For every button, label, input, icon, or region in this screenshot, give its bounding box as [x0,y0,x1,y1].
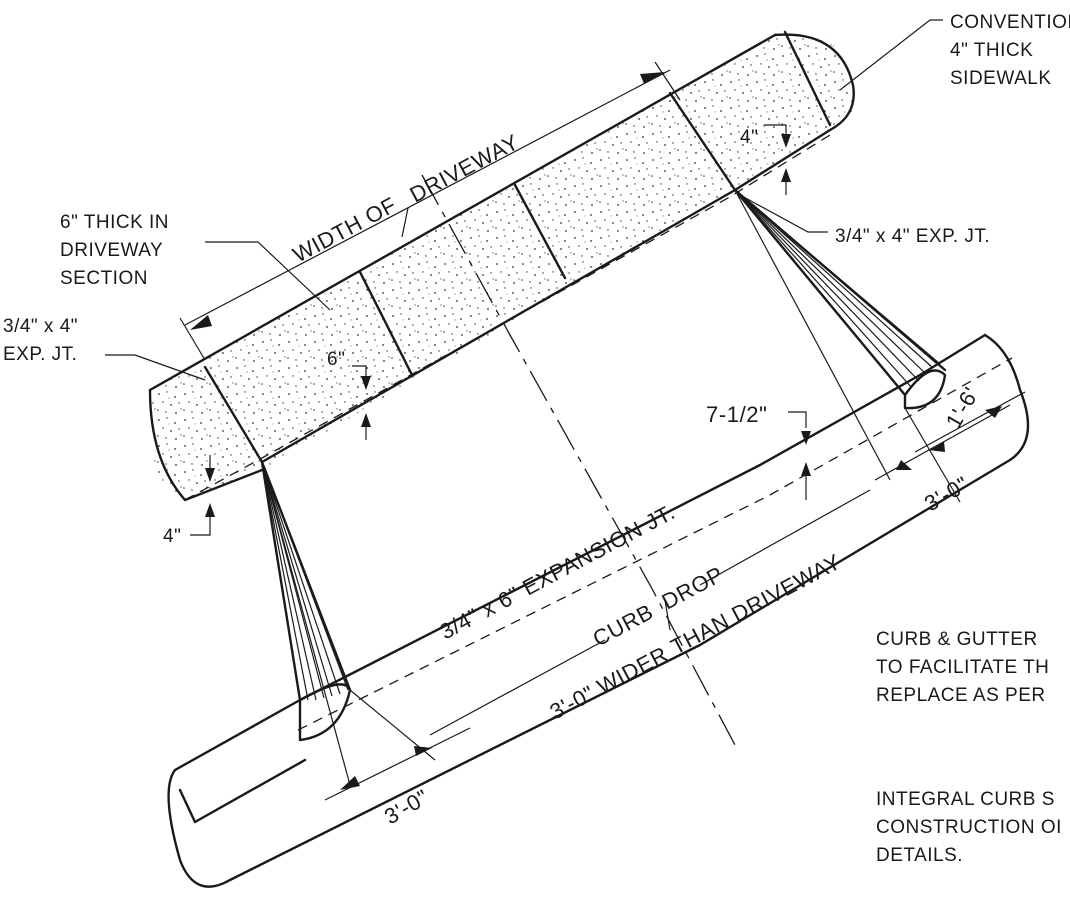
sidewalk-left-end [148,388,264,502]
wider-leader-right [699,489,871,586]
driveway-thickness-callout: 6" THICK IN DRIVEWAY SECTION [60,212,331,311]
drop-label: DROP [658,561,728,614]
than-driveway-label: THAN DRIVEWAY [667,549,845,660]
right-flare [733,188,947,397]
gutter-lip [178,758,307,824]
left-flare [260,460,352,702]
note-2-line-2: CONSTRUCTION OI [876,817,1062,838]
sidewalk-label-line-3: SIDEWALK [950,68,1052,89]
wider-leader-left [429,639,606,736]
note-1-line-1: CURB & GUTTER [876,629,1038,650]
sidewalk-label-line-1: CONVENTIONAL [950,12,1070,33]
curb-right-end [228,333,1030,882]
sidewalk-slab [148,30,855,502]
curb-label: CURB [589,599,658,651]
left-expansion-joint-line [203,365,264,464]
driveway-centerline [421,174,736,746]
wider-label: 3'-0" WIDER [546,641,672,724]
slab-bottom-dashed-edge [184,134,831,501]
right-curb-drop-bevel [903,369,947,410]
left-sidewalk-thickness-dim: 4" [163,455,215,547]
score-joint-2 [513,183,567,280]
right-expansion-joint-line [668,91,737,192]
left-exp-jt-callout: 3/4" x 4" EXP. JT. [3,316,206,381]
driveway-thick-line-2: DRIVEWAY [60,240,163,261]
left-flare-dims: 3'-0" [261,461,471,829]
left-exp-jt-line-1: 3/4" x 4" [3,316,78,337]
right-exp-jt-label: 3/4" x 4" EXP. JT. [835,226,990,247]
driveway-thick-line-1: 6" THICK IN [60,212,169,233]
left-curb-drop-bevel [298,683,352,742]
sidewalk-right-end [773,33,855,132]
sidewalk-label-line-2: 4" THICK [950,40,1033,61]
dim-4-top-label: 4" [740,127,758,148]
curb-gutter [167,333,1030,888]
note-2-line-3: DETAILS. [876,845,963,866]
note-2-line-1: INTEGRAL CURB S [876,789,1055,810]
curb-drop-divider [664,599,671,631]
dim-6-label: 6" [327,349,345,370]
dim-1-6-label: 1'-6' [941,383,984,433]
driveway-thick-line-3: SECTION [60,268,148,289]
conventional-sidewalk-callout: CONVENTIONAL 4" THICK SIDEWALK [839,12,1070,91]
dim-7-5-label: 7-1/2" [706,402,768,427]
left-exp-jt-line-2: EXP. JT. [3,344,77,365]
note-1-line-2: TO FACILITATE TH [876,657,1049,678]
score-joint-1 [358,270,414,377]
curb-height-dim: 7-1/2" [706,402,811,500]
driveway-thickness-dim: 6" [327,349,371,440]
notes: CURB & GUTTER TO FACILITATE TH REPLACE A… [876,629,1062,866]
note-1-line-3: REPLACE AS PER [876,685,1046,706]
curb-front-edge [167,698,302,888]
sidewalk-top-face [150,35,855,500]
dim-4-left-label: 4" [163,526,181,547]
right-exp-jt-callout: 3/4" x 4" EXP. JT. [739,194,990,247]
score-joint-3 [783,30,832,127]
curb-top-edge [298,333,987,702]
sidewalk-thickness-dim: 4" [740,124,791,195]
curb-back-dashed-edge [297,357,1013,731]
